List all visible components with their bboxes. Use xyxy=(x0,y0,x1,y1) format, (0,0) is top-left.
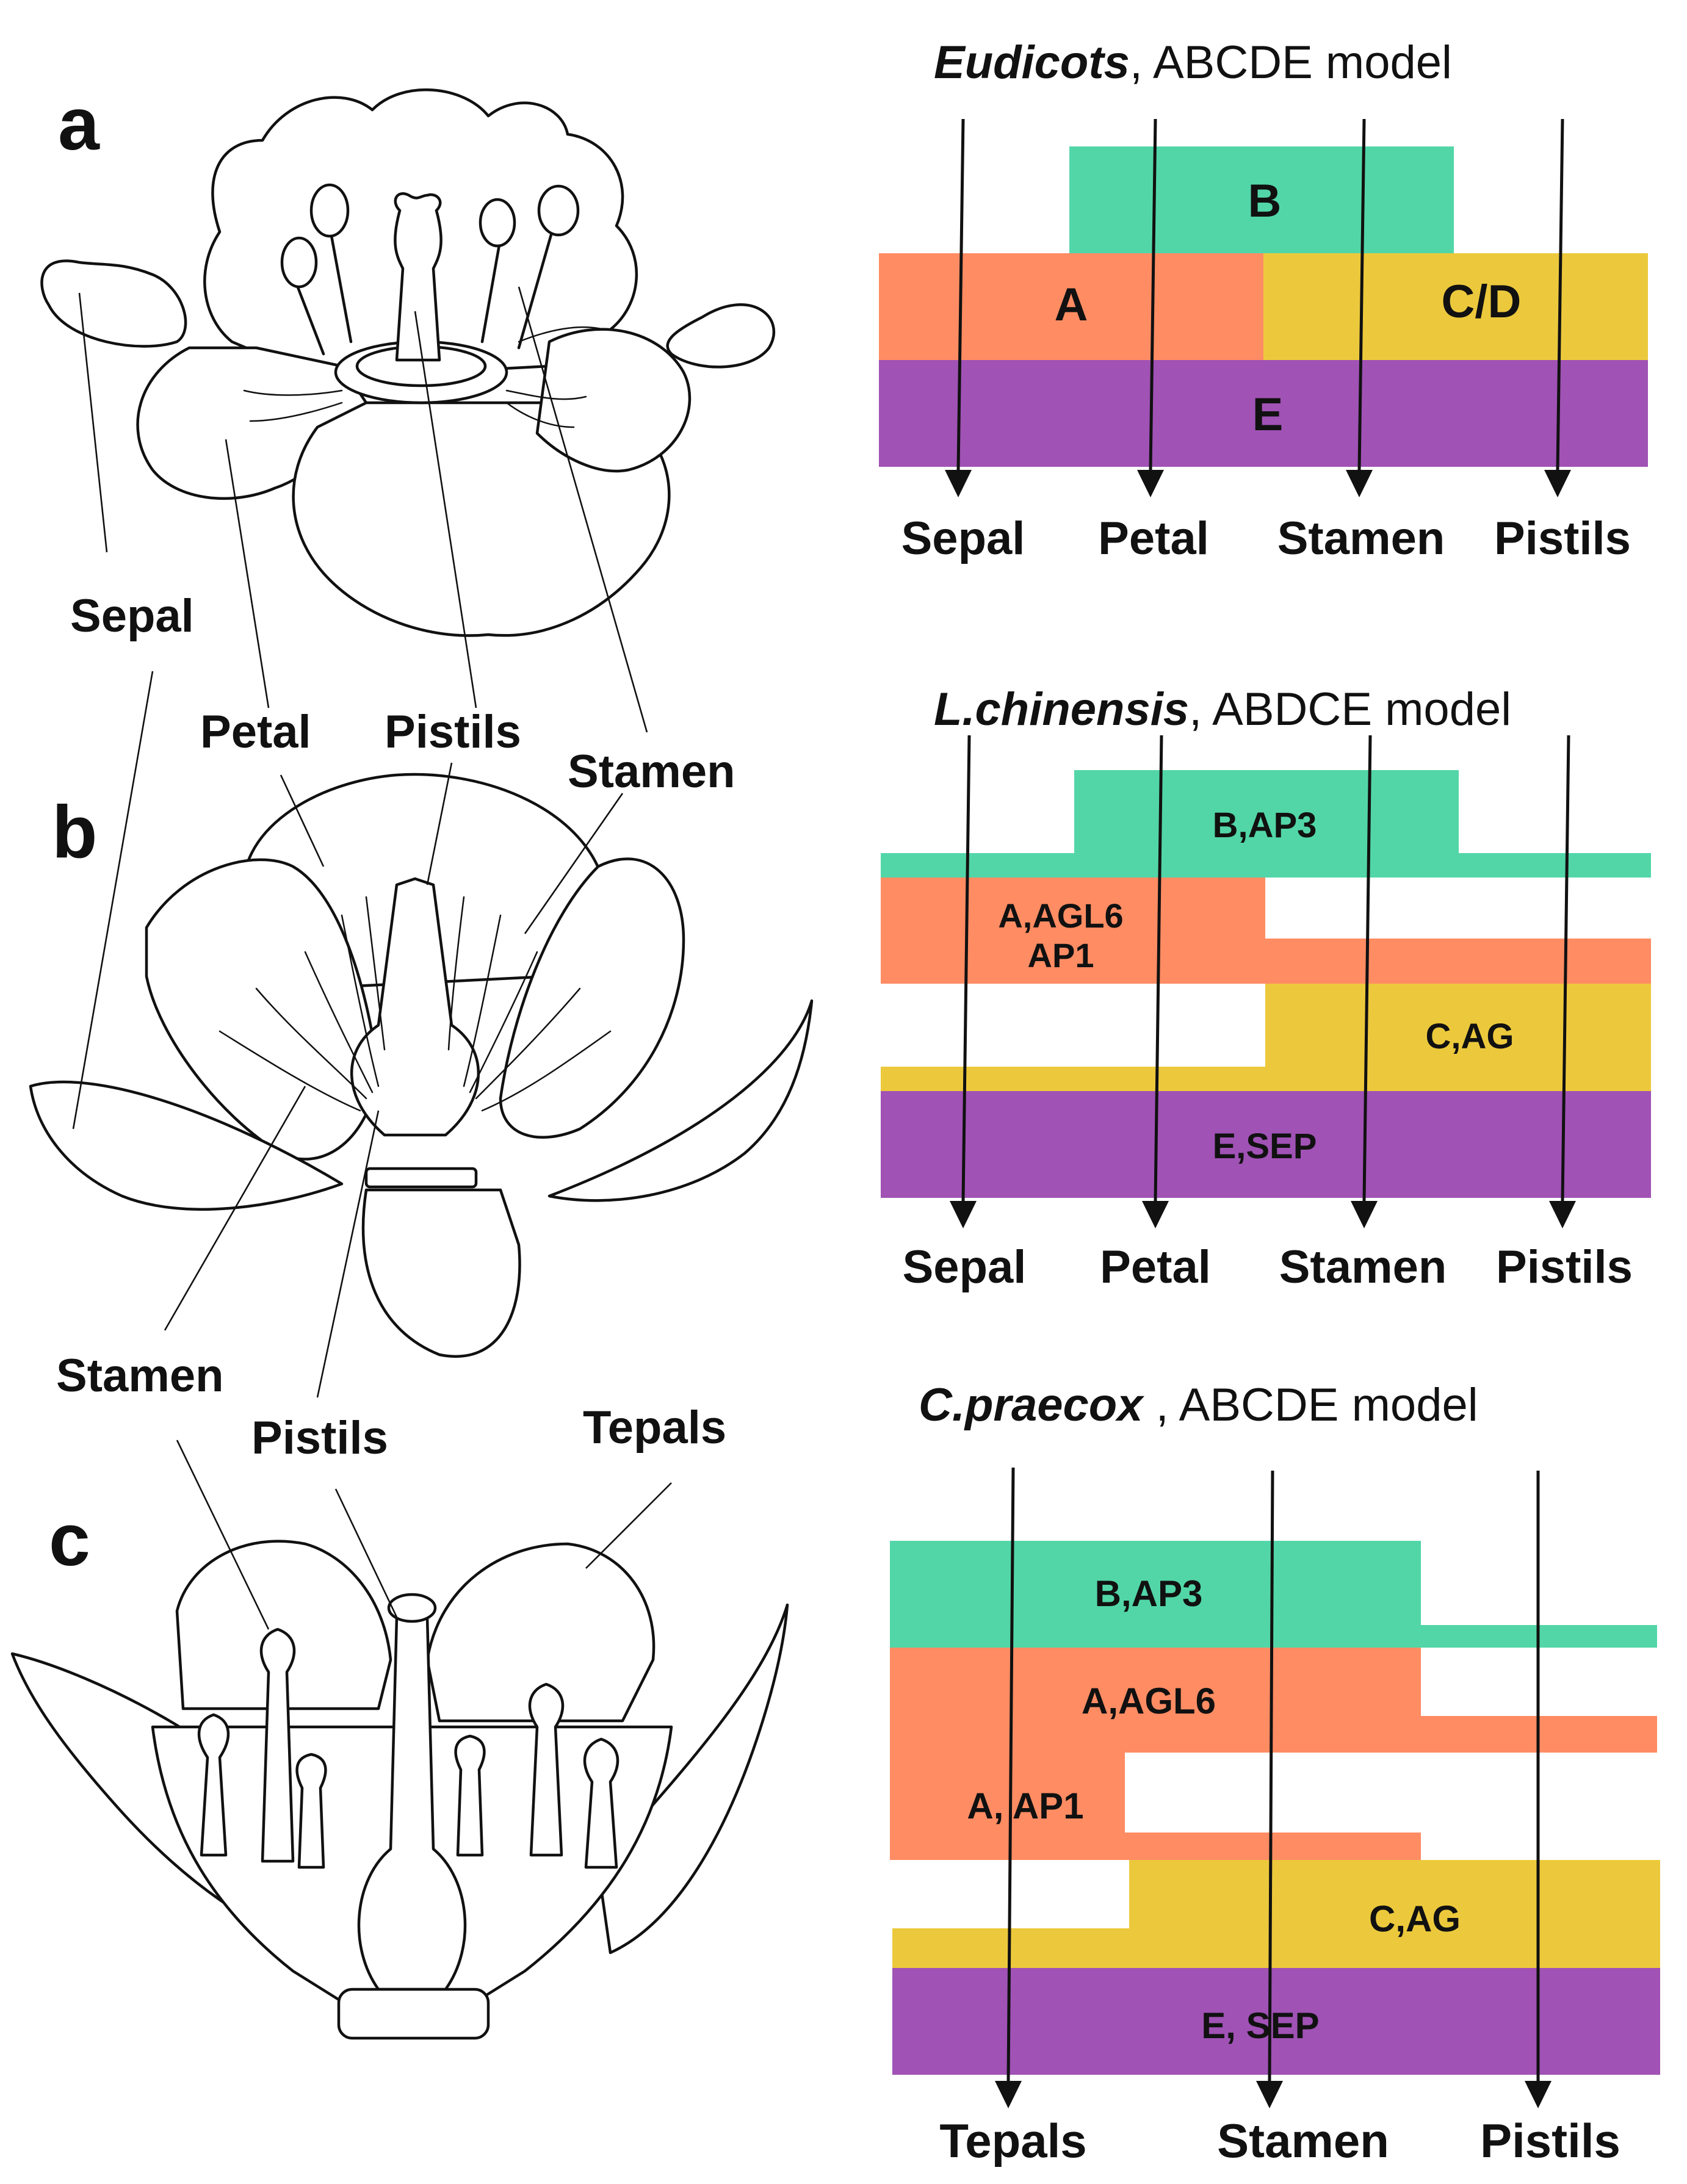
model-l-chinensis: L.chinensis, ABDCE model B,AP3 A,AGL6 AP… xyxy=(881,683,1651,1293)
band-c-ag xyxy=(892,1860,1660,1968)
organ-petal: Petal xyxy=(1098,513,1209,564)
model-c-praecox: C.praecox , ABCDE model B,AP3 A,AGL6 A, … xyxy=(890,1379,1660,2168)
panel-letter-a: a xyxy=(58,82,100,165)
band-label-a: A xyxy=(1055,279,1088,331)
band-label-a-ap1: A, AP1 xyxy=(967,1786,1083,1826)
band-c-ag xyxy=(881,984,1651,1091)
panel-letter-b: b xyxy=(52,790,98,873)
label-stamen-b: Stamen xyxy=(56,1350,224,1402)
band-label-c-ag: C,AG xyxy=(1369,1898,1461,1939)
organ-tepals: Tepals xyxy=(939,2114,1086,2168)
label-sepal-a: Sepal xyxy=(70,590,194,642)
band-label-a-agl6: A,AGL6 xyxy=(1082,1681,1216,1721)
band-b-ap3 xyxy=(890,1541,1657,1648)
flower-b-illustration xyxy=(29,773,814,1358)
organ-stamen: Stamen xyxy=(1277,513,1445,564)
band-label-c-ag: C,AG xyxy=(1426,1017,1514,1056)
organ-pistils: Pistils xyxy=(1480,2114,1620,2168)
label-pistils-a: Pistils xyxy=(385,706,521,758)
label-petal-a: Petal xyxy=(200,706,311,758)
label-pistils-b: Pistils xyxy=(251,1412,388,1464)
band-e-sep xyxy=(881,1091,1651,1198)
model-title: C.praecox , ABCDE model xyxy=(919,1379,1478,1431)
band-label-e-sep: E, SEP xyxy=(1201,2005,1319,2046)
flower-c-illustration xyxy=(10,1540,789,2040)
organ-pistils: Pistils xyxy=(1496,1241,1633,1293)
band-a-agl6 xyxy=(890,1648,1657,1753)
model-eudicots: Eudicots, ABCDE model B A C/D E Sepal Pe… xyxy=(879,37,1648,564)
band-label-a-agl6: A,AGL6 xyxy=(998,896,1123,935)
band-b xyxy=(1069,146,1454,253)
organ-sepal: Sepal xyxy=(901,513,1025,564)
panel-letter-c: c xyxy=(49,1498,90,1581)
band-label-ap1: AP1 xyxy=(1028,936,1094,975)
band-label-e-sep: E,SEP xyxy=(1213,1126,1317,1166)
band-label-b-ap3: B,AP3 xyxy=(1213,805,1317,845)
band-e xyxy=(879,360,1648,467)
label-leader-lines xyxy=(72,286,672,1630)
band-e-sep xyxy=(892,1968,1660,2075)
label-stamen-a: Stamen xyxy=(568,746,735,798)
flower-a-illustration xyxy=(40,88,776,637)
organ-pistils: Pistils xyxy=(1494,513,1631,564)
label-tepals-b: Tepals xyxy=(583,1402,726,1454)
flower-labels: Sepal Petal Pistils Stamen Stamen Pistil… xyxy=(56,590,735,1464)
band-label-e: E xyxy=(1252,389,1284,441)
band-label-b-ap3: B,AP3 xyxy=(1095,1573,1203,1614)
organ-stamen: Stamen xyxy=(1217,2114,1389,2168)
organ-petal: Petal xyxy=(1100,1241,1211,1293)
band-a-agl6-ap1 xyxy=(881,878,1651,984)
organ-stamen: Stamen xyxy=(1279,1241,1447,1293)
band-a xyxy=(879,253,1263,360)
model-title: Eudicots, ABCDE model xyxy=(934,37,1452,88)
organ-sepal: Sepal xyxy=(903,1241,1027,1293)
band-b-ap3 xyxy=(881,770,1651,878)
band-a-ap1 xyxy=(890,1753,1421,1860)
band-label-cd: C/D xyxy=(1442,276,1522,328)
band-label-b: B xyxy=(1248,175,1282,227)
model-title: L.chinensis, ABDCE model xyxy=(934,683,1511,735)
band-cd xyxy=(1263,253,1648,360)
